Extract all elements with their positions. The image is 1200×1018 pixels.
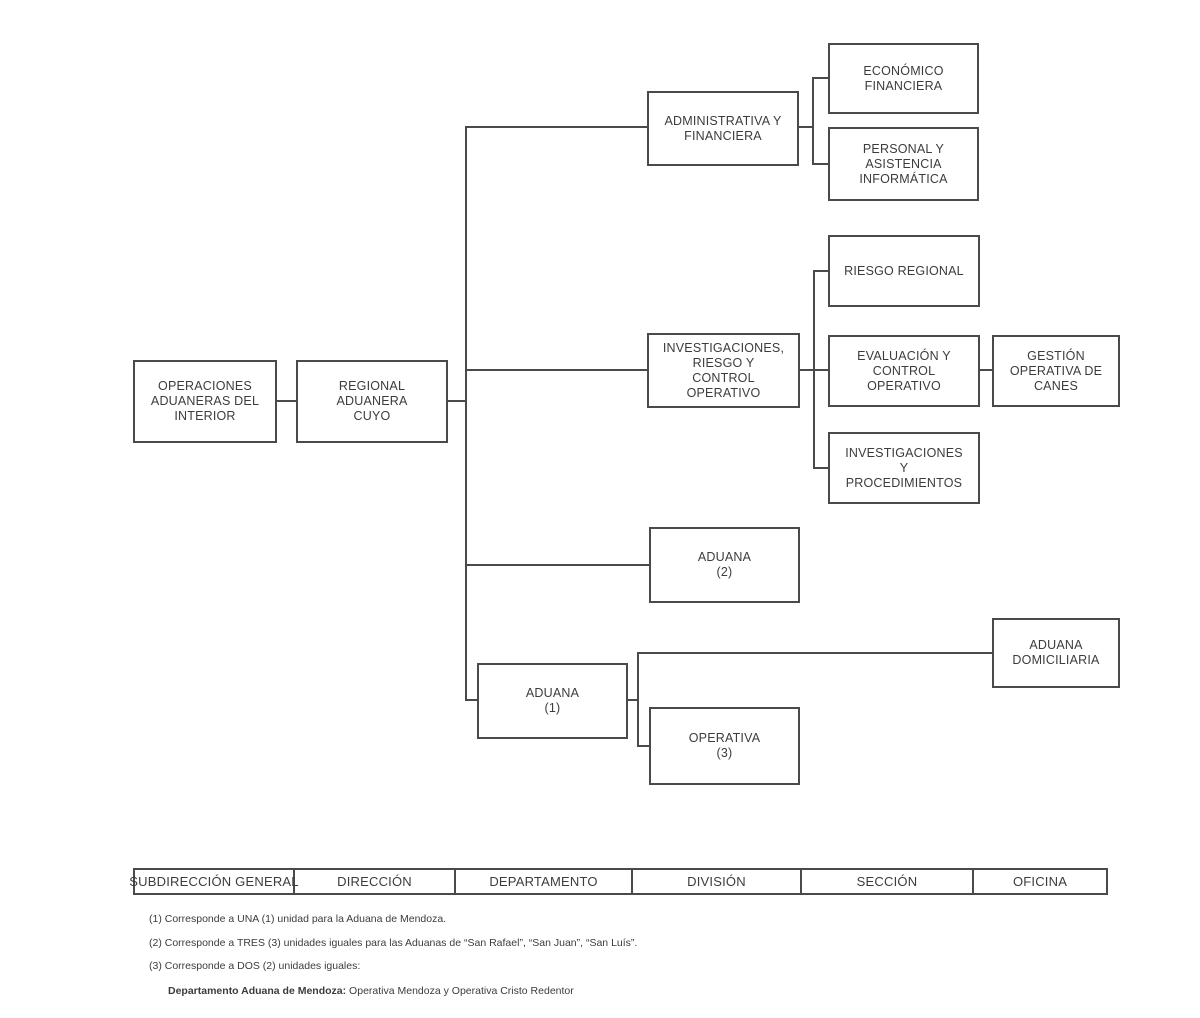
connector-economico-stub (812, 77, 828, 79)
connector-branch-aduana2 (465, 564, 649, 566)
legend-table: SUBDIRECCIÓN GENERAL DIRECCIÓN DEPARTAME… (129, 868, 1108, 895)
connector-branch-investigaciones (465, 369, 647, 371)
node-economico-financiera: ECONÓMICO FINANCIERA (828, 43, 979, 114)
connector-personal-stub (812, 163, 828, 165)
node-operaciones-aduaneras-del-interior: OPERACIONES ADUANERAS DEL INTERIOR (133, 360, 277, 443)
connector-aduana-domiciliaria-line (637, 652, 992, 654)
node-personal-y-asistencia-informatica: PERSONAL Y ASISTENCIA INFORMÁTICA (828, 127, 979, 201)
legend-cell-division: DIVISIÓN (633, 870, 802, 893)
connector-riesgo-regional-stub (813, 270, 828, 272)
connector-branch-administrativa (465, 126, 647, 128)
connector-aduana1-vertical (637, 652, 639, 747)
node-gestion-operativa-de-canes: GESTIÓN OPERATIVA DE CANES (992, 335, 1120, 407)
connector-branch-aduana1 (465, 699, 477, 701)
connector-investigaciones-proc-stub (813, 467, 828, 469)
connector-regional-trunk (448, 400, 466, 402)
legend-cell-direccion: DIRECCIÓN (295, 870, 456, 893)
connector-evaluacion-stub (813, 369, 828, 371)
node-aduana-1: ADUANA (1) (477, 663, 628, 739)
connector-operativa-stub (637, 745, 649, 747)
connector-aduana1-stub (626, 699, 638, 701)
connector-operaciones-regional (277, 400, 296, 402)
footnote-4-lead: Departamento Aduana de Mendoza: (168, 985, 347, 997)
legend-cell-departamento: DEPARTAMENTO (456, 870, 633, 893)
node-operativa-3: OPERATIVA (3) (649, 707, 800, 785)
node-regional-aduanera-cuyo: REGIONAL ADUANERA CUYO (296, 360, 448, 443)
node-aduana-2: ADUANA (2) (649, 527, 800, 603)
legend-cell-subdireccion-general: SUBDIRECCIÓN GENERAL (129, 870, 299, 893)
node-investigaciones-riesgo-y-control-operativo: INVESTIGACIONES, RIESGO Y CONTROL OPERAT… (647, 333, 800, 408)
footnote-2: (2) Corresponde a TRES (3) unidades igua… (149, 937, 638, 949)
connector-administrativa-stub (797, 126, 814, 128)
connector-gestion-canes-stub (978, 369, 992, 371)
footnote-4-text: Operativa Mendoza y Operativa Cristo Red… (346, 985, 574, 997)
node-aduana-domiciliaria: ADUANA DOMICILIARIA (992, 618, 1120, 688)
footnote-3: (3) Corresponde a DOS (2) unidades igual… (149, 960, 361, 972)
node-administrativa-y-financiera: ADMINISTRATIVA Y FINANCIERA (647, 91, 799, 166)
connector-administrativa-vertical (812, 77, 814, 165)
connector-investigaciones-stub (798, 369, 815, 371)
legend-cell-oficina: OFICINA (1012, 874, 1068, 889)
node-evaluacion-y-control-operativo: EVALUACIÓN Y CONTROL OPERATIVO (828, 335, 980, 407)
footnote-1: (1) Corresponde a UNA (1) unidad para la… (149, 913, 447, 925)
node-investigaciones-y-procedimientos: INVESTIGACIONES Y PROCEDIMIENTOS (828, 432, 980, 504)
connector-trunk-vertical (465, 126, 467, 701)
footnote-4: Departamento Aduana de Mendoza: Operativ… (168, 985, 574, 997)
legend-cell-seccion: SECCIÓN (802, 870, 974, 893)
node-riesgo-regional: RIESGO REGIONAL (828, 235, 980, 307)
